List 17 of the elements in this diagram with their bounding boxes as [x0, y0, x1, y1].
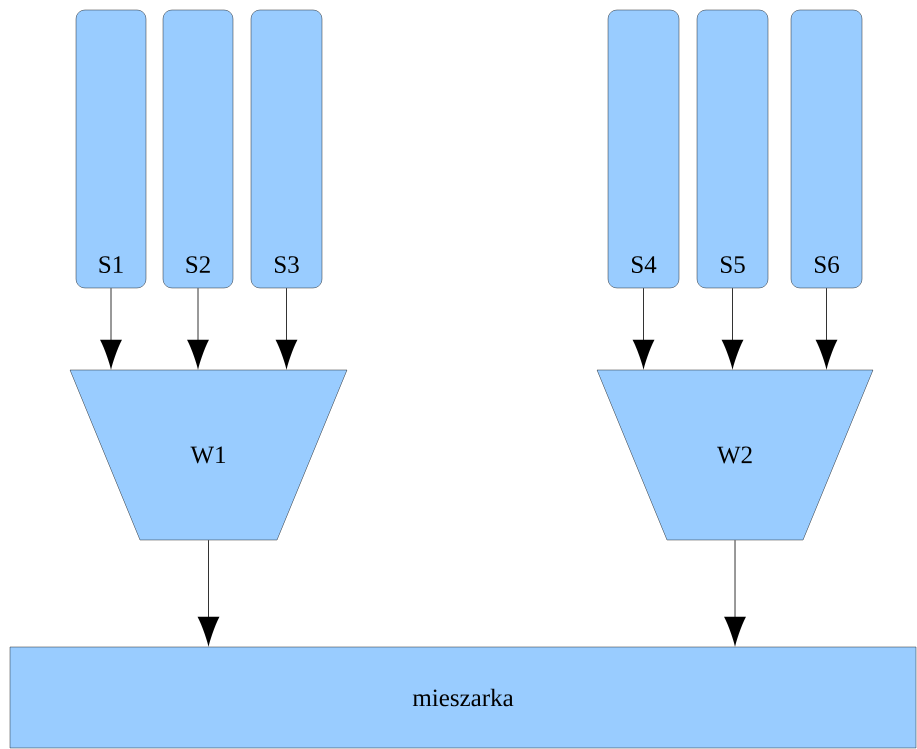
- scale-trapezoid: W2: [596, 370, 874, 540]
- arrow: [724, 540, 746, 646]
- silo-box: S6: [790, 10, 862, 288]
- arrow: [276, 288, 298, 368]
- arrow: [722, 288, 744, 368]
- silo-box: S3: [250, 10, 322, 288]
- silo-box: S4: [608, 10, 680, 288]
- arrow: [632, 288, 654, 368]
- silo-box: S2: [162, 10, 234, 288]
- mixer-box: mieszarka: [10, 646, 916, 748]
- arrow: [816, 288, 838, 368]
- silo-box: S5: [696, 10, 768, 288]
- arrow: [100, 288, 122, 368]
- arrow: [187, 288, 209, 368]
- scale-trapezoid: W1: [70, 370, 348, 540]
- arrow: [198, 540, 220, 646]
- silo-box: S1: [76, 10, 146, 288]
